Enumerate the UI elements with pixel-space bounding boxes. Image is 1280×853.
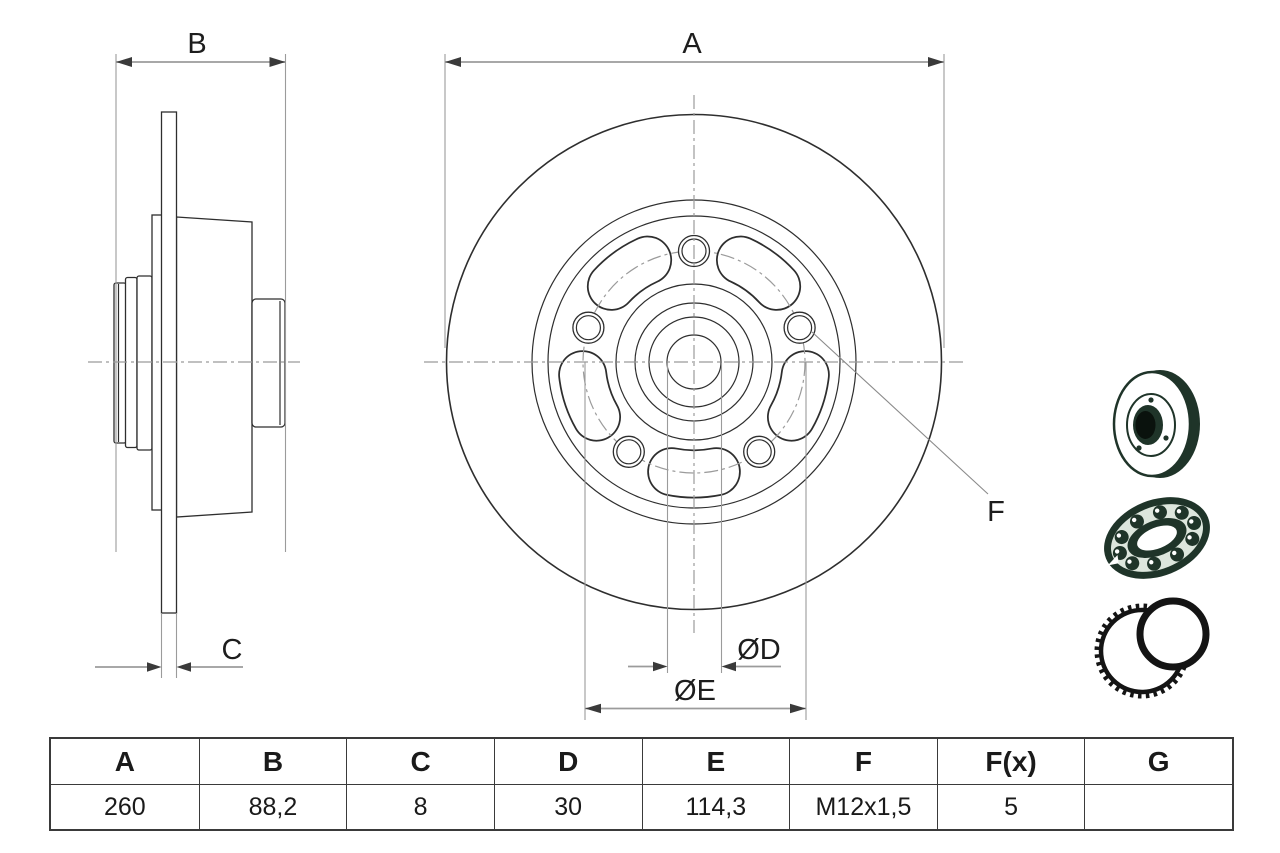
table-value-f: M12x1,5 (789, 784, 937, 829)
dim-label-d: ØD (737, 634, 781, 666)
technical-drawing-canvas: A B C ØD ØE F (88, 28, 1210, 720)
table-header-c: C (346, 739, 494, 784)
table-header-a: A (114, 745, 135, 777)
dim-label-b: B (187, 28, 206, 60)
table-value-d: 30 (493, 784, 642, 829)
side-view (88, 111, 300, 614)
dim-label-f: F (987, 496, 1005, 528)
table-header-d: D (493, 739, 642, 784)
table-value-b: 88,2 (198, 784, 347, 829)
table-value-a: 260 (51, 784, 199, 829)
dim-label-a: A (682, 28, 702, 60)
table-value-fx: 5 (936, 784, 1085, 829)
brake-disc-icon (1112, 370, 1200, 478)
wheel-bearing-icon (1104, 497, 1210, 579)
table-value-g (1084, 784, 1232, 829)
dimension-b: B (115, 28, 287, 552)
table-header-g: G (1084, 739, 1232, 784)
dimension-a: A (444, 28, 945, 348)
dim-label-c: C (222, 634, 243, 666)
table-header-f: F (789, 739, 937, 784)
dimension-e: ØE (584, 362, 807, 720)
dimension-table: A B C D E F F(x) G 260 88,2 8 30 114,3 M… (49, 737, 1234, 831)
table-value-e: 114,3 (641, 784, 790, 829)
dimension-f: F (811, 331, 1005, 528)
dimension-c: C (95, 613, 243, 678)
table-header-e: E (641, 739, 790, 784)
dim-label-e: ØE (674, 675, 716, 707)
abs-sensor-ring-icon (1094, 597, 1210, 699)
table-header-b: B (198, 739, 347, 784)
table-value-c: 8 (346, 784, 494, 829)
table-header-fx: F(x) (936, 739, 1085, 784)
front-view (424, 95, 966, 633)
dimension-d: ØD (628, 363, 781, 673)
